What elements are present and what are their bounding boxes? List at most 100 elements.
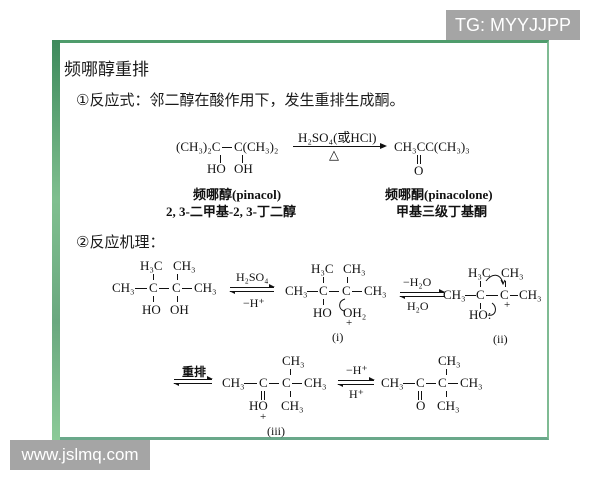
group: H₃C — [140, 258, 163, 273]
bond — [307, 291, 318, 292]
atom: C — [342, 283, 351, 298]
group: CH₃ — [304, 375, 327, 390]
curved-arrow-icon — [487, 302, 496, 316]
product-formula: CH₃CC(CH₃)₃ — [394, 139, 470, 154]
bond — [182, 288, 192, 289]
atom: C — [282, 375, 291, 390]
bond — [153, 274, 154, 280]
group: O — [416, 398, 426, 413]
equilibrium-arrow — [337, 377, 375, 388]
bond — [135, 288, 147, 289]
group: CH₃ — [222, 375, 245, 390]
bond — [446, 369, 447, 375]
bond — [426, 383, 436, 384]
section-reaction-heading: ①反应式：邻二醇在酸作用下，发生重排生成酮。 — [76, 91, 405, 109]
group: OH — [170, 302, 189, 317]
group: CH₃ — [438, 353, 461, 368]
group: HO — [249, 398, 268, 413]
watermark-telegram: TG: MYYJJPP — [446, 10, 580, 40]
reactant-left-group: (CH₃)₂C — [176, 139, 221, 154]
bond — [448, 383, 458, 384]
arrow-label: −H⁺ — [243, 296, 265, 310]
group: HO — [142, 302, 161, 317]
double-bond — [418, 391, 422, 400]
reactant-oh-left: HO — [207, 161, 226, 176]
bond — [153, 296, 154, 302]
arrow-label: −H₂O — [403, 275, 432, 289]
arrow-label: H₂O — [407, 299, 429, 313]
group: CH₃ — [437, 398, 460, 413]
double-bond — [261, 391, 265, 400]
reactant-iupac-name: 2, 3-二甲基-2, 3-丁二醇 — [166, 204, 296, 219]
equilibrium-arrow — [229, 284, 275, 295]
group: CH₃ — [112, 280, 135, 295]
atom: C — [259, 375, 268, 390]
slide-frame: 频哪醇重排 ①反应式：邻二醇在酸作用下，发生重排生成酮。 (CH₃)₂C C(C… — [52, 40, 549, 443]
group: CH₃ — [281, 398, 304, 413]
product-oxygen: O — [414, 163, 424, 178]
bond — [159, 288, 169, 289]
product-common-name: 甲基三级丁基酮 — [396, 204, 488, 219]
reactant-right-group: C(CH₃)₂ — [234, 139, 279, 154]
equilibrium-arrow — [173, 376, 213, 387]
bond — [446, 391, 447, 397]
bond — [292, 383, 302, 384]
group: H₃C — [468, 265, 491, 280]
arrow-label: 重排 — [182, 365, 207, 379]
group: CH₃ — [194, 280, 217, 295]
positive-charge: + — [260, 411, 267, 423]
group: CH₃ — [364, 283, 387, 298]
bond — [323, 299, 324, 305]
bond — [177, 296, 178, 302]
condition-heat: △ — [329, 147, 339, 162]
bond — [242, 155, 243, 163]
bond — [323, 277, 324, 283]
bond — [329, 291, 339, 292]
reactant-oh-right: OH — [234, 161, 253, 176]
intermediate-label: (iii) — [267, 424, 285, 438]
group: CH₃ — [343, 261, 366, 276]
positive-charge: + — [504, 299, 511, 311]
bond — [347, 277, 348, 283]
bond — [222, 147, 232, 148]
atom: C — [319, 283, 328, 298]
watermark-website: www.jslmq.com — [10, 440, 150, 470]
group: HO: — [469, 307, 492, 322]
bond — [480, 303, 481, 309]
slide-title: 频哪醇重排 — [64, 60, 149, 80]
atom: C — [438, 375, 447, 390]
bond — [220, 155, 221, 163]
bond — [403, 383, 415, 384]
atom: C — [476, 287, 485, 302]
group: CH₃ — [501, 265, 524, 280]
group: CH₃ — [460, 375, 483, 390]
bond — [480, 281, 481, 287]
arrow-label: H⁺ — [349, 387, 364, 401]
intermediate-label: (i) — [332, 330, 344, 344]
arrow-label: −H⁺ — [346, 363, 368, 377]
double-bond — [417, 155, 421, 164]
equilibrium-arrow — [399, 289, 445, 300]
group: CH₃ — [173, 258, 196, 273]
atom: C — [172, 280, 181, 295]
bond — [505, 281, 506, 287]
group: CH₃ — [381, 375, 404, 390]
bond — [290, 369, 291, 375]
arrow-label: H₂SO₄ — [236, 270, 269, 284]
bond — [244, 383, 257, 384]
group: CH₃ — [282, 353, 305, 368]
group: CH₃ — [519, 287, 542, 302]
bond — [269, 383, 279, 384]
product-name: 频哪酮(pinacolone) — [385, 187, 493, 202]
curved-arrow-icon — [339, 298, 346, 312]
condition-acid: H₂SO₄(或HCl) — [298, 130, 377, 145]
bond — [486, 295, 498, 296]
group: CH₃ — [285, 283, 308, 298]
group: CH₃ — [443, 287, 466, 302]
atom: C — [500, 287, 509, 302]
reaction-arrow — [293, 143, 387, 149]
group: HO — [313, 305, 332, 320]
bond — [465, 295, 476, 296]
section-mechanism-heading: ②反应机理： — [76, 233, 165, 251]
group: OH₂ — [343, 305, 367, 320]
